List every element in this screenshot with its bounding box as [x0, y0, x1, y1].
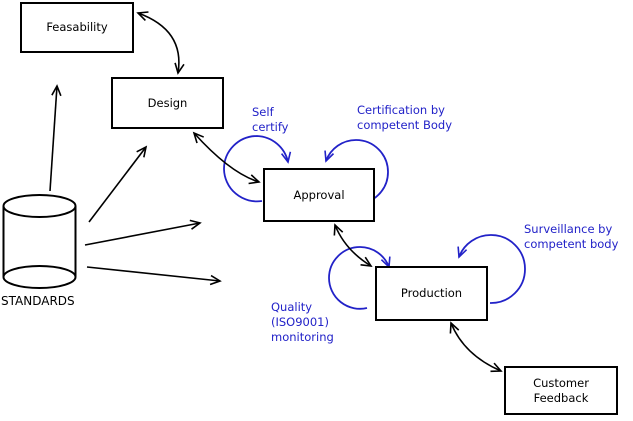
standards-label: STANDARDS — [1, 294, 75, 308]
annotation-self-certify: Self certify — [252, 105, 289, 134]
arrow-standards-feasability — [49, 84, 62, 192]
arrow-standards-approval — [84, 219, 202, 246]
node-design-label: Design — [147, 95, 188, 110]
standards-cylinder — [2, 194, 77, 289]
cylinder-bottom — [2, 265, 77, 289]
node-feasability-label: Feasability — [46, 20, 108, 34]
node-customer-feedback: Customer Feedback — [504, 366, 618, 415]
node-design: Design — [111, 77, 224, 129]
annotation-certification: Certification by competent Body — [357, 103, 453, 132]
arrow-production-feedback — [449, 321, 503, 373]
arrow-standards-production — [86, 266, 222, 286]
arrow-standards-design — [88, 145, 148, 223]
annotation-surveillance: Surveillance by competent body — [524, 222, 619, 251]
node-approval-label: Approval — [293, 187, 345, 202]
loop-certification — [324, 139, 389, 205]
node-customer-feedback-label: Customer Feedback — [533, 375, 589, 405]
cylinder-top — [2, 194, 77, 218]
arrow-design-approval — [192, 131, 261, 185]
node-approval: Approval — [263, 168, 375, 222]
arrow-approval-production — [333, 223, 373, 267]
arrow-feasability-design — [136, 11, 185, 75]
node-production-label: Production — [400, 286, 463, 300]
annotation-quality-monitoring: Quality (ISO9001) monitoring — [271, 300, 334, 344]
node-production: Production — [375, 266, 488, 321]
loop-surveillance — [457, 234, 526, 304]
node-feasability: Feasability — [20, 2, 134, 53]
